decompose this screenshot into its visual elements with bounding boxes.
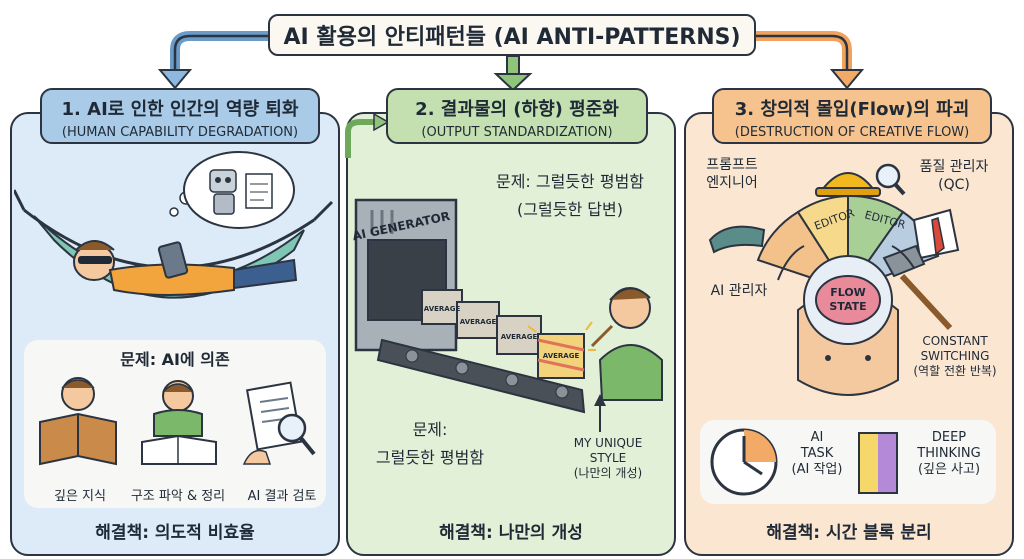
panel2-title: 2. 결과물의 (하향) 평준화: [415, 99, 619, 120]
role-qc-line2: (QC): [938, 177, 970, 193]
conveyor-belt: [376, 338, 586, 414]
panel2-problem-bottom: 문제: 그럴듯한 평범함: [360, 416, 500, 468]
arrow-left-head: [157, 69, 193, 90]
panel1-problem: 문제: AI에 의존: [120, 350, 230, 369]
review-magnifier-icon: [242, 381, 316, 465]
magnifier-icon: [875, 163, 906, 196]
panel1-item-review: AI 결과 검토: [247, 489, 317, 504]
panel2-header: 2. 결과물의 (하향) 평준화 (OUTPUT STANDARDIZATION…: [386, 88, 648, 144]
role-ai-manager: AI 관리자: [710, 283, 768, 299]
role-prompt-engineer: 프롬프트 엔지니어: [694, 156, 770, 192]
box-label-2: AVERAGE: [460, 318, 497, 326]
unique-box: [527, 321, 596, 379]
panel1-solution: 해결책: 의도적 비효율: [95, 523, 255, 543]
panel2-problem-top-sub: (그럴듯한 답변): [517, 200, 623, 219]
ai-task-line2: TASK: [800, 446, 834, 461]
arrow-left: [170, 31, 268, 72]
ai-task-line3: (AI 작업): [791, 462, 843, 477]
flow-label-1: FLOW: [830, 286, 866, 299]
panel1-item-knowledge: 깊은 지식: [54, 489, 106, 504]
panel2-problem-top-text: 문제: 그럴듯한 평범함: [495, 172, 645, 191]
panel3-solution: 해결책: 시간 블록 분리: [766, 523, 932, 543]
deep-thinking-block: [858, 432, 898, 494]
unique-style-line3: (나만의 개성): [573, 466, 643, 480]
ai-task-label: AI TASK (AI 작업): [782, 430, 852, 478]
deep-line2: THINKING: [917, 446, 981, 461]
box-label-unique: AVERAGE: [543, 352, 580, 360]
box-label-1: AVERAGE: [424, 305, 461, 313]
arrow-center: [493, 55, 533, 92]
box-label-3: AVERAGE: [501, 333, 538, 341]
ai-task-line1: AI: [810, 430, 824, 445]
writing-notes-icon: [141, 380, 217, 465]
panel2-problem-top: 문제: 그럴듯한 평범함 (그럴듯한 답변): [470, 168, 670, 220]
panel2-problem-bottom-text: 그럴듯한 평범함: [375, 448, 485, 467]
panel2-subtitle: (OUTPUT STANDARDIZATION): [421, 125, 613, 140]
head-brain: [797, 255, 899, 396]
panel2-solution: 해결책: 나만의 개성: [439, 523, 583, 543]
hammock-illustration: [14, 151, 334, 299]
arrow-right-head: [829, 69, 865, 90]
constant-switching: CONSTANT SWITCHING (역할 전환 반복): [900, 334, 1010, 379]
switching-line2: SWITCHING: [920, 349, 990, 363]
painter-person: [590, 287, 663, 401]
wheel-arrow-left: [777, 245, 805, 281]
role-qc: 품질 관리자 (QC): [904, 158, 1004, 194]
style-pointer-arrow: [594, 394, 606, 432]
unique-style-line2: STYLE: [589, 451, 627, 465]
deep-thinking-label: DEEP THINKING (깊은 사고): [904, 430, 994, 478]
panel3-subtitle: (DESTRUCTION OF CREATIVE FLOW): [734, 125, 970, 140]
clock-icon: [710, 428, 778, 496]
role-qc-line1: 품질 관리자: [919, 159, 989, 175]
panel2-side-arrow: [345, 112, 390, 158]
panel1-subtitle: (HUMAN CAPABILITY DEGRADATION): [61, 125, 299, 140]
panel1-title: 1. AI로 인한 인간의 역량 퇴화: [61, 99, 299, 120]
panel1-items-illustration: [39, 377, 316, 466]
panel1-item-structure: 구조 파악 & 정리: [130, 489, 226, 504]
average-boxes: [421, 289, 542, 355]
panel1-header: 1. AI로 인한 인간의 역량 퇴화 (HUMAN CAPABILITY DE…: [40, 88, 320, 144]
switching-line3: (역할 전환 반복): [913, 364, 997, 378]
role-prompt-line1: 프롬프트: [706, 157, 758, 173]
panel2-unique-style: MY UNIQUE STYLE (나만의 개성): [548, 436, 668, 481]
arrow-right: [756, 31, 852, 72]
unique-style-line1: MY UNIQUE: [573, 436, 643, 450]
flow-label-2: STATE: [829, 300, 866, 313]
deep-line3: (깊은 사고): [917, 462, 981, 477]
tie-shirt-icon: [912, 208, 960, 260]
wheel-arrow-right: [891, 245, 915, 269]
hard-hat-icon: [815, 172, 881, 197]
hammer-icon: [882, 244, 953, 331]
role-prompt-line2: 엔지니어: [706, 175, 758, 191]
panel2-problem-bottom-label: 문제:: [412, 420, 448, 439]
page-title: AI 활용의 안티패턴들 (AI ANTI-PATTERNS): [268, 14, 756, 56]
role-wheel-illustration: EDITOR EDITOR FLOW STATE: [708, 163, 960, 396]
switching-line1: CONSTANT: [922, 334, 988, 348]
reading-book-icon: [39, 377, 117, 466]
ai-generator-illustration: AI GENERATOR AVERAGE AVERAGE AVERAGE AVE…: [352, 198, 663, 414]
headset-icon: [708, 225, 766, 254]
panel3-header: 3. 창의적 몰입(Flow)의 파괴 (DESTRUCTION OF CREA…: [712, 88, 992, 144]
connector-arrows: [157, 31, 865, 92]
panel3-title: 3. 창의적 몰입(Flow)의 파괴: [734, 99, 970, 120]
deep-line1: DEEP: [931, 430, 967, 445]
